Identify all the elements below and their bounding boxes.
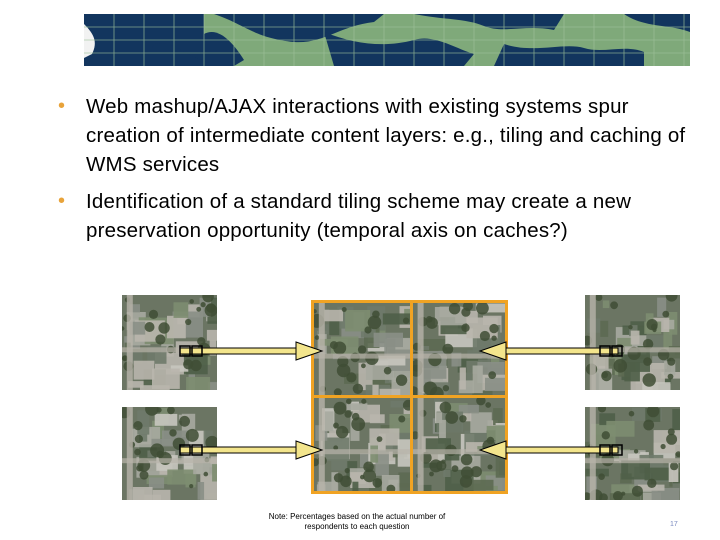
bullet-text: Identification of a standard tiling sche… <box>86 190 632 242</box>
bullet-marker: • <box>58 190 66 212</box>
arrow-top-left <box>179 341 324 361</box>
aerial-tile-center-se <box>413 398 505 491</box>
arrow-top-right <box>478 341 623 361</box>
aerial-tile-center-ne <box>413 303 505 395</box>
aerial-tile-right-top <box>585 295 680 390</box>
aerial-tile-right-bottom <box>585 407 680 500</box>
footnote: Note: Percentages based on the actual nu… <box>268 512 446 531</box>
bullet-text: Web mashup/AJAX interactions with existi… <box>86 95 686 176</box>
bullet-marker: • <box>58 95 66 117</box>
aerial-tile-center-sw <box>314 398 410 491</box>
world-map-banner <box>84 14 690 66</box>
arrow-bottom-right <box>478 440 623 460</box>
bullet-item: • Identification of a standard tiling sc… <box>58 187 698 245</box>
page-number: 17 <box>670 521 678 528</box>
bullet-item: • Web mashup/AJAX interactions with exis… <box>58 92 698 179</box>
tile-grid-divider-horizontal <box>311 395 508 398</box>
aerial-tile-center-nw <box>314 303 410 395</box>
arrow-bottom-left <box>179 440 324 460</box>
bullet-list: • Web mashup/AJAX interactions with exis… <box>58 92 698 253</box>
